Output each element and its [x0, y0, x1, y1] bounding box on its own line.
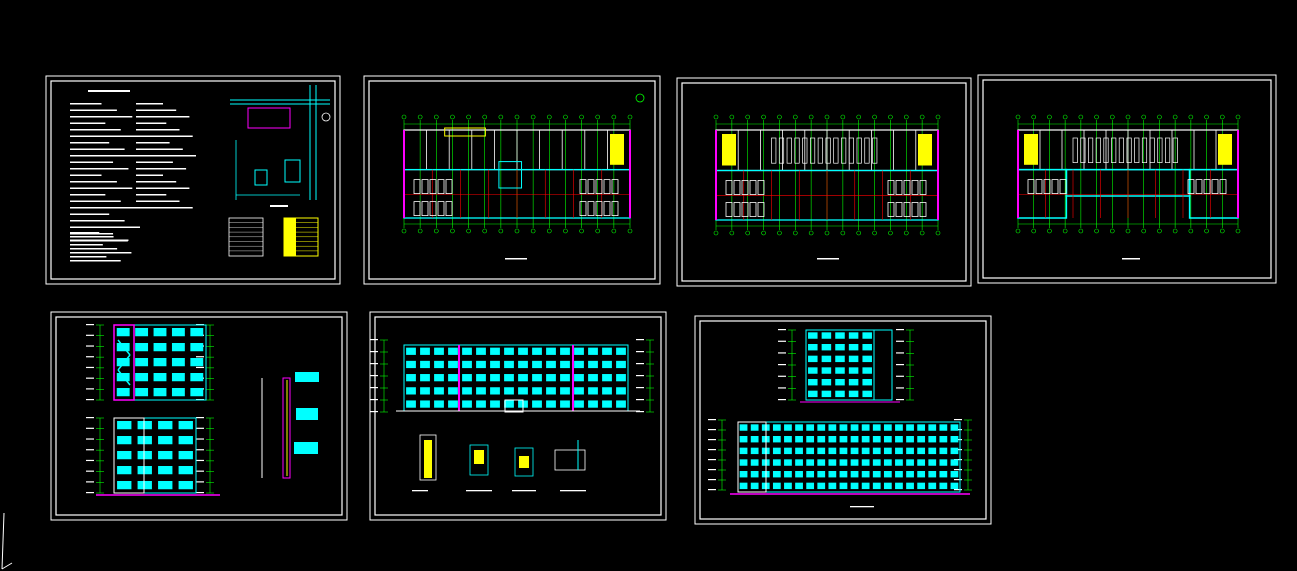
ucs-axis-icon [1, 512, 13, 570]
sheet-floor-plan-1[interactable] [363, 75, 661, 285]
sheet-floor-plan-2[interactable] [676, 77, 972, 287]
sheet-section-details[interactable] [50, 311, 348, 521]
sheet-elevation-side[interactable] [694, 315, 992, 525]
sheet-floor-plan-3[interactable] [977, 74, 1277, 284]
sheet-elevation-front[interactable] [369, 311, 667, 521]
sheet-design-notes[interactable] [45, 75, 341, 285]
